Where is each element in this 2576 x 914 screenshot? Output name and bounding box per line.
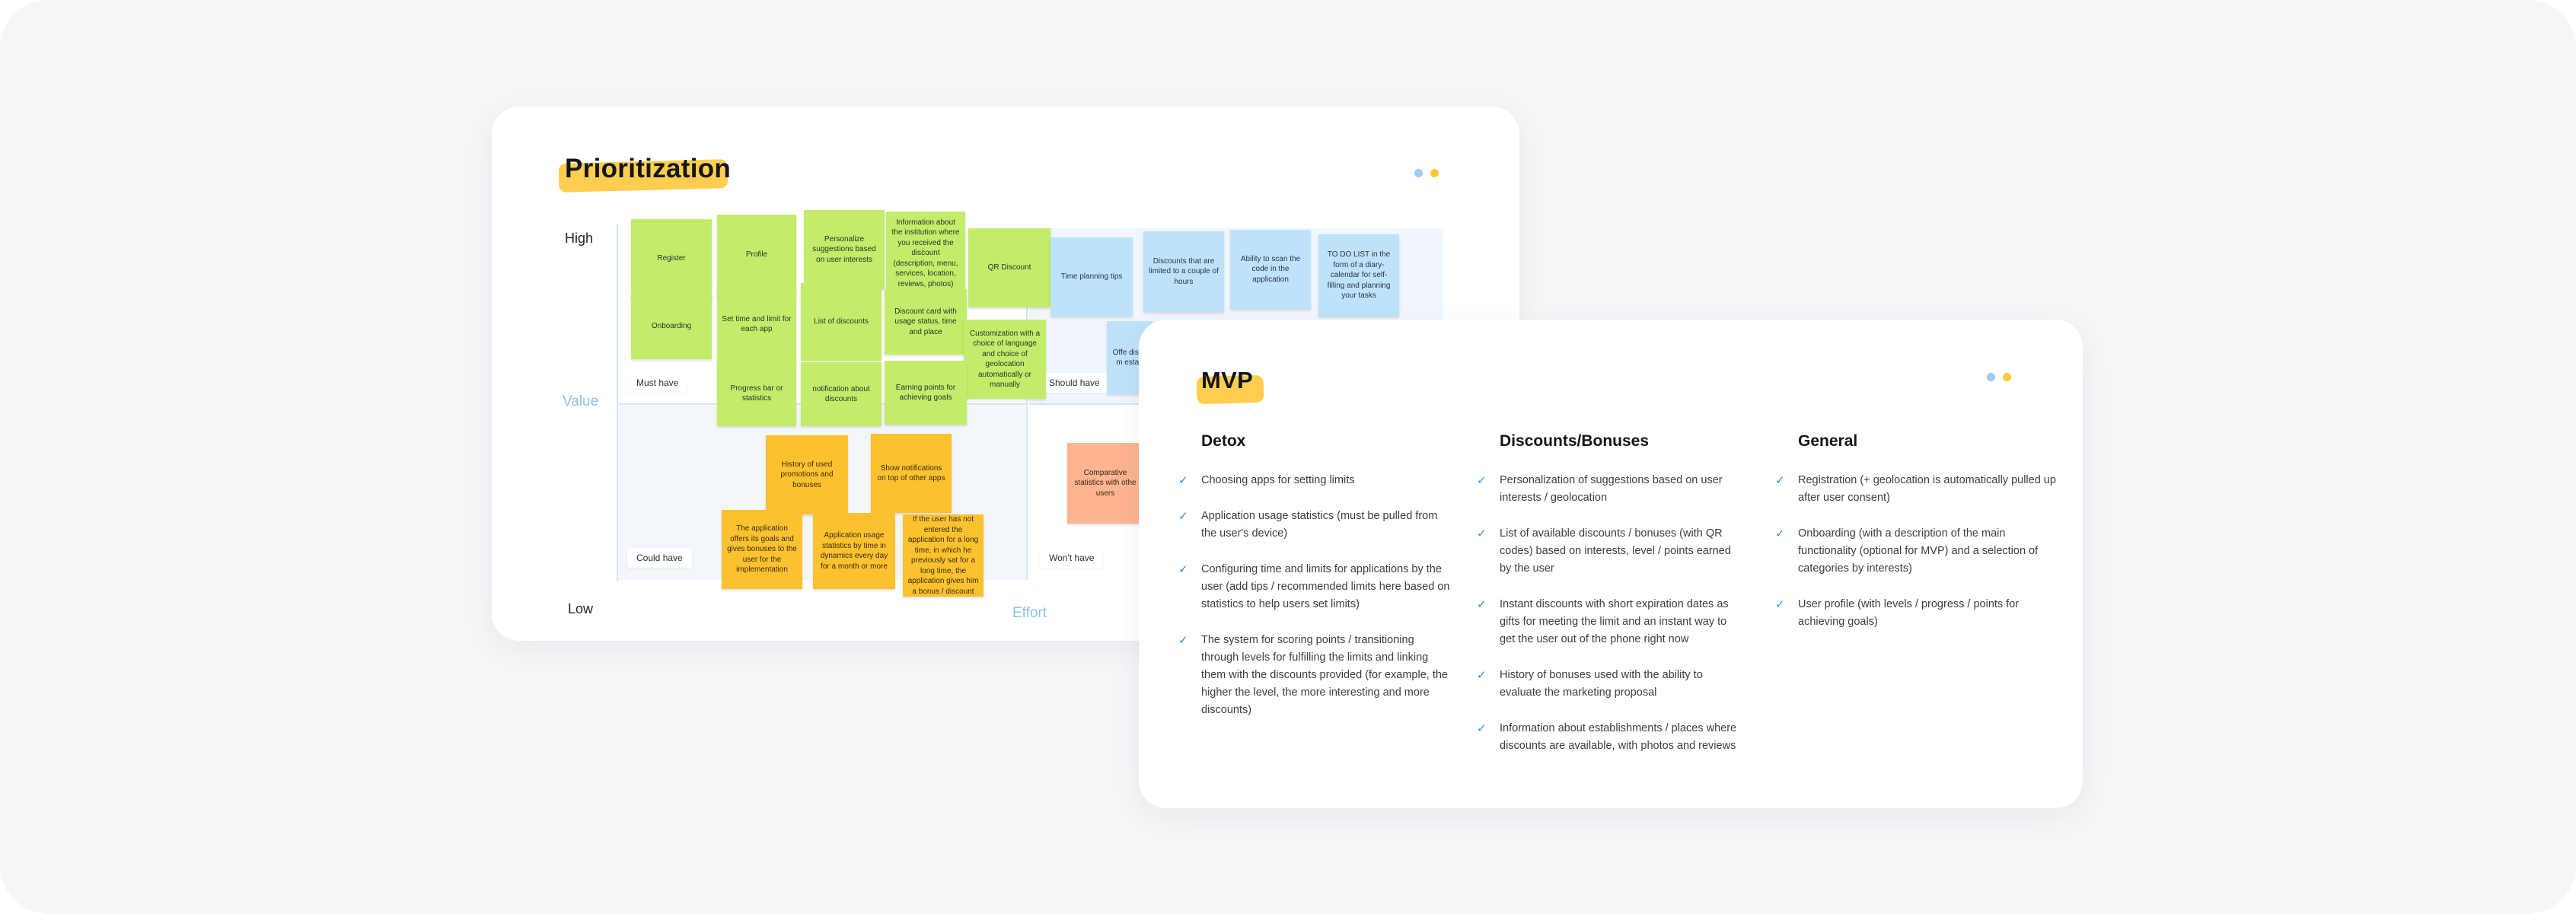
list-item-text: Onboarding (with a description of the ma… xyxy=(1798,527,2039,575)
list-item: ✓ Configuring time and limits for applica… xyxy=(1178,561,1452,613)
check-icon: ✓ xyxy=(1477,598,1487,611)
sticky-scan-code[interactable]: Ability to scan the code in the applicat… xyxy=(1230,230,1311,309)
list-item: ✓ Instant discounts with short expiration… xyxy=(1477,596,1743,648)
sticky-notif-discounts[interactable]: notification about discounts xyxy=(801,362,882,426)
list-item-text: History of bonuses used with the ability… xyxy=(1500,669,1703,699)
sticky-personalize[interactable]: Personalize suggestions based on user in… xyxy=(804,210,885,289)
list-item-text: Configuring time and limits for applicat… xyxy=(1201,563,1450,610)
sticky-list-discounts[interactable]: List of discounts xyxy=(801,283,882,361)
sticky-show-notifs[interactable]: Show notifications on top of other apps xyxy=(871,434,952,513)
list-item: ✓ User profile (with levels / progress / … xyxy=(1775,596,2057,631)
list-item-text: Application usage statistics (must be pu… xyxy=(1201,510,1438,540)
label-wont-have: Won't have xyxy=(1040,548,1104,568)
mvp-title-text: MVP xyxy=(1201,367,1254,393)
column-heading: Discounts/Bonuses xyxy=(1500,432,1650,450)
prioritization-title: Prioritization xyxy=(558,154,732,193)
blue-dot-icon xyxy=(1987,373,1995,381)
list-item-text: User profile (with levels / progress / p… xyxy=(1798,598,2020,628)
window-dots-icon xyxy=(1414,169,1439,177)
list-item: ✓ Onboarding (with a description of the m… xyxy=(1775,525,2057,578)
list-item-text: Choosing apps for setting limits xyxy=(1201,474,1355,486)
value-axis-line xyxy=(617,224,618,581)
sticky-limited-discounts[interactable]: Discounts that are limited to a couple o… xyxy=(1143,231,1224,312)
mvp-column-discounts: Discounts/Bonuses ✓ Personalization of su… xyxy=(1477,432,1743,773)
mvp-card: MVP Detox ✓ Choosing apps for setting lim… xyxy=(1139,320,2083,808)
window-dots-icon xyxy=(1987,373,2011,381)
sticky-app-offers[interactable]: The application offers its goals and giv… xyxy=(722,510,802,589)
blue-dot-icon xyxy=(1414,169,1423,177)
label-could-have: Could have xyxy=(627,548,692,568)
axis-value-label: Value xyxy=(563,393,599,409)
list-item-text: Instant discounts with short expiration … xyxy=(1500,598,1729,645)
sticky-qr-discount[interactable]: QR Discount xyxy=(968,228,1050,307)
list-item: ✓ History of bonuses used with the abilit… xyxy=(1477,667,1743,702)
sticky-register[interactable]: Register xyxy=(631,219,712,298)
check-icon: ✓ xyxy=(1477,527,1487,540)
axis-effort-label: Effort xyxy=(1012,605,1047,621)
check-icon: ✓ xyxy=(1477,722,1487,735)
sticky-profile[interactable]: Profile xyxy=(717,215,796,295)
list-item-text: The system for scoring points / transiti… xyxy=(1201,634,1448,716)
sticky-customization[interactable]: Customization with a choice of language … xyxy=(964,320,1046,399)
list-item: ✓ Information about establishments / plac… xyxy=(1477,720,1743,755)
check-icon: ✓ xyxy=(1775,527,1785,540)
label-should-have: Should have xyxy=(1040,373,1109,393)
list-item: ✓ Application usage statistics (must be p… xyxy=(1178,508,1452,543)
sticky-usage-stats[interactable]: Application usage statistics by time in … xyxy=(813,513,895,589)
sticky-set-time[interactable]: Set time and limit for each app xyxy=(717,286,796,362)
prioritization-title-text: Prioritization xyxy=(565,154,732,183)
list-item-text: Information about establishments / place… xyxy=(1500,722,1737,752)
label-must-have: Must have xyxy=(627,373,688,393)
mvp-column-general: General ✓ Registration (+ geolocation is … xyxy=(1775,432,2057,649)
sticky-todo-list[interactable]: TO DO LIST in the form of a diary-calend… xyxy=(1318,234,1399,317)
yellow-dot-icon xyxy=(2003,373,2011,381)
check-icon: ✓ xyxy=(1178,634,1188,647)
check-icon: ✓ xyxy=(1775,598,1785,611)
sticky-earning-points[interactable]: Earning points for achieving goals xyxy=(885,361,967,425)
check-icon: ✓ xyxy=(1178,563,1188,576)
sticky-progress-bar[interactable]: Progress bar or statistics xyxy=(717,361,796,426)
sticky-not-entered[interactable]: If the user has not entered the applicat… xyxy=(903,514,984,597)
check-icon: ✓ xyxy=(1477,669,1487,682)
mvp-column-detox: Detox ✓Choosing apps for setting limits … xyxy=(1178,432,1452,737)
sticky-history-promos[interactable]: History of used promotions and bonuses xyxy=(766,435,848,514)
check-icon: ✓ xyxy=(1477,474,1487,487)
list-item: ✓ Personalization of suggestions based on… xyxy=(1477,472,1743,507)
list-item-text: List of available discounts / bonuses (w… xyxy=(1500,527,1731,575)
sticky-onboarding[interactable]: Onboarding xyxy=(631,294,712,359)
list-item-text: Registration (+ geolocation is automatic… xyxy=(1798,474,2056,504)
check-icon: ✓ xyxy=(1178,474,1188,487)
axis-low-label: Low xyxy=(568,601,594,616)
sticky-discount-card[interactable]: Discount card with usage status, time an… xyxy=(885,289,967,355)
list-item: ✓ Registration (+ geolocation is automati… xyxy=(1775,472,2057,507)
list-item: ✓ The system for scoring points / transit… xyxy=(1178,632,1452,719)
list-item-text: Personalization of suggestions based on … xyxy=(1500,474,1723,504)
column-heading: Detox xyxy=(1201,432,1246,450)
list-item: ✓ Choosing apps for setting limits xyxy=(1178,472,1452,489)
column-heading: General xyxy=(1798,432,1858,450)
check-icon: ✓ xyxy=(1775,474,1785,487)
list-item: ✓ List of available discounts / bonuses (… xyxy=(1477,525,1743,578)
mvp-title: MVP xyxy=(1196,367,1264,405)
check-icon: ✓ xyxy=(1178,510,1188,523)
sticky-time-planning[interactable]: Time planning tips xyxy=(1050,237,1133,317)
axis-high-label: High xyxy=(565,231,594,246)
sticky-institution-info[interactable]: Information about the institution where … xyxy=(886,212,965,295)
yellow-dot-icon xyxy=(1430,169,1439,177)
sticky-comparative[interactable]: Comparative statistics with othe users xyxy=(1067,443,1143,524)
